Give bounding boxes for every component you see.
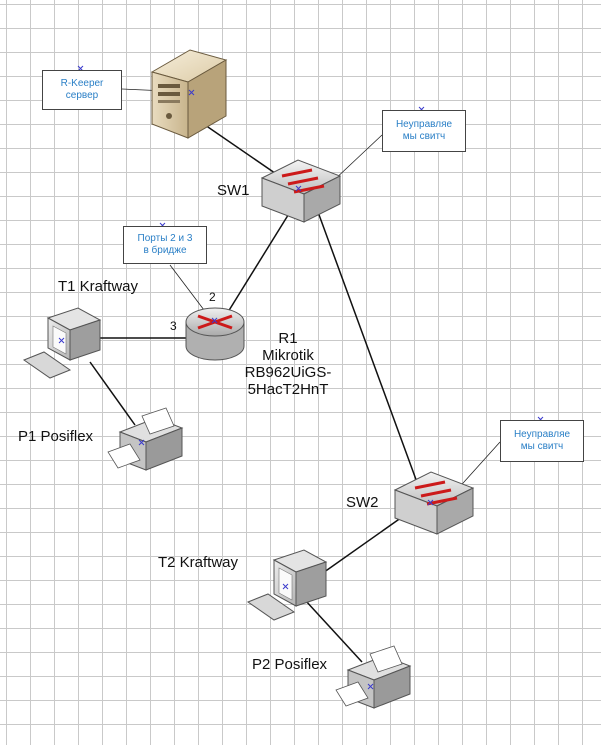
sw2-unmanaged-callout: Неуправляе мы свитч bbox=[500, 420, 584, 462]
callout-text-line: Неуправляе bbox=[395, 119, 453, 130]
link-sw2-t2 bbox=[319, 514, 406, 576]
link-sw1-sw2 bbox=[317, 211, 419, 486]
callout-text-line: R-Keeper bbox=[60, 78, 104, 89]
callout-text-line: Неуправляе bbox=[513, 429, 571, 440]
leader-ports bbox=[169, 264, 205, 311]
r1-label-line: R1 bbox=[278, 330, 298, 347]
r1-label: R1 Mikrotik RB962UiGS- 5HacT2HnT bbox=[236, 330, 340, 398]
t2-label: T2 Kraftway bbox=[158, 554, 239, 571]
link-t2-p2 bbox=[304, 599, 363, 663]
p1-printer-icon bbox=[107, 407, 184, 471]
ports-bridge-callout: Порты 2 и 3 в бридже bbox=[123, 226, 207, 264]
p2-printer-icon bbox=[335, 645, 412, 709]
rkeeper-server-callout: R-Keeper сервер bbox=[42, 70, 122, 110]
port-label-2: 2 bbox=[209, 290, 216, 304]
p1-label: P1 Posiflex bbox=[18, 428, 94, 445]
t1-label: T1 Kraftway bbox=[58, 278, 139, 295]
t1-workstation-icon bbox=[22, 307, 102, 379]
sw1-unmanaged-callout: Неуправляе мы свитч bbox=[382, 110, 466, 152]
leader-sw1 bbox=[331, 134, 383, 183]
callout-text-line: мы свитч bbox=[520, 441, 564, 452]
sw2-switch-icon bbox=[393, 471, 475, 535]
callout-text-line: Порты 2 и 3 bbox=[137, 233, 193, 244]
link-t1-p1 bbox=[89, 361, 136, 426]
r1-label-line: Mikrotik bbox=[262, 347, 314, 364]
sw1-switch-icon bbox=[260, 159, 342, 223]
r1-router-icon bbox=[185, 307, 245, 361]
callout-text-line: мы свитч bbox=[402, 131, 446, 142]
t2-workstation-icon bbox=[246, 549, 328, 621]
server-icon bbox=[150, 49, 228, 139]
connections bbox=[89, 124, 419, 663]
callout-text-line: в бридже bbox=[143, 245, 187, 256]
link-server-sw1 bbox=[204, 124, 286, 181]
sw2-label: SW2 bbox=[346, 494, 379, 511]
port-label-3: 3 bbox=[170, 319, 177, 333]
r1-label-line: RB962UiGS- bbox=[244, 364, 332, 381]
callout-text-line: сервер bbox=[65, 90, 99, 101]
r1-label-line: 5HacT2HnT bbox=[247, 381, 329, 398]
connection-markers bbox=[58, 65, 544, 690]
p2-label: P2 Posiflex bbox=[252, 656, 328, 673]
sw1-label: SW1 bbox=[217, 182, 250, 199]
link-r1-sw1 bbox=[227, 211, 291, 313]
